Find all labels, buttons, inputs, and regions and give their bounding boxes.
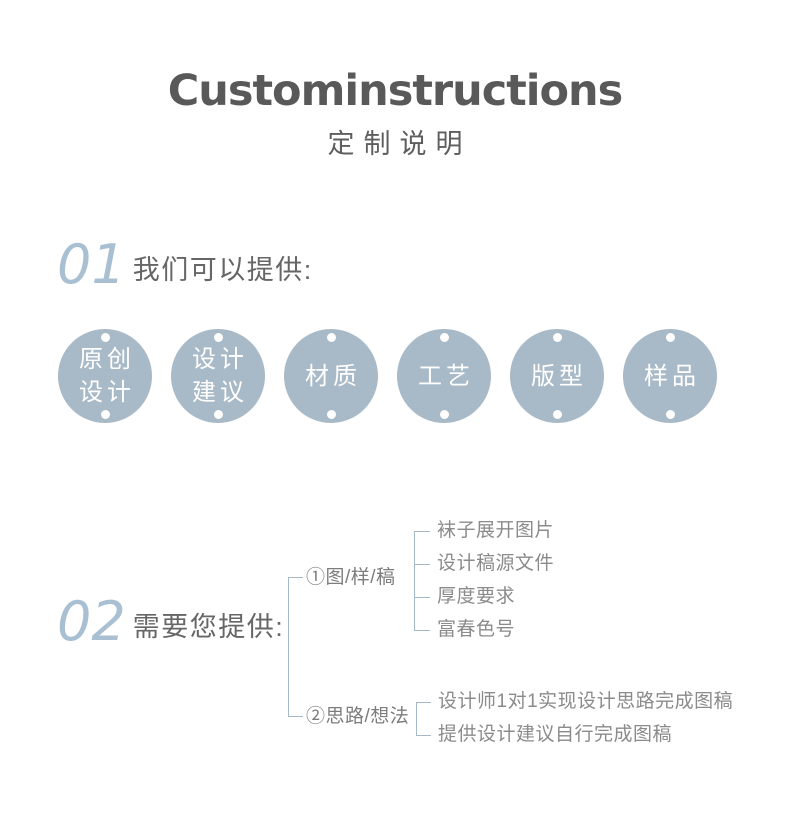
circle-pattern: 版型 bbox=[510, 329, 604, 423]
tree-connector-line bbox=[414, 630, 430, 631]
button-hole-dot-bottom bbox=[552, 410, 562, 419]
button-hole-dot-bottom bbox=[665, 410, 675, 419]
page-title: Custominstructions bbox=[167, 66, 624, 116]
circle-label-line: 设计 bbox=[192, 346, 248, 373]
section-1-heading: 我们可以提供: bbox=[132, 255, 313, 286]
tree-connector-line bbox=[414, 531, 430, 532]
circle-craft: 工艺 bbox=[397, 329, 491, 423]
tree-connector-line bbox=[416, 735, 431, 736]
provide-options-row: 原创 设计 设计 建议 材质 工艺 版型 样品 bbox=[58, 329, 717, 423]
tree-connector-line bbox=[416, 702, 431, 703]
leaf-sock-layout-image: 袜子展开图片 bbox=[437, 520, 555, 541]
leaf-self-complete-draft: 提供设计建议自行完成图稿 bbox=[438, 724, 673, 745]
tree-sub-bracket-line bbox=[414, 531, 415, 630]
leaf-thickness-requirement: 厚度要求 bbox=[437, 586, 516, 607]
tree-connector-line bbox=[288, 577, 303, 578]
circle-design-advice: 设计 建议 bbox=[171, 329, 265, 423]
circle-label-line: 设计 bbox=[79, 379, 135, 406]
button-hole-dot-top bbox=[100, 333, 110, 342]
leaf-design-source-file: 设计稿源文件 bbox=[437, 553, 555, 574]
circle-label-line: 样品 bbox=[644, 362, 700, 390]
tree-sub-bracket-line bbox=[416, 702, 417, 735]
button-hole-dot-bottom bbox=[439, 410, 449, 419]
button-hole-dot-bottom bbox=[100, 410, 110, 419]
circle-original-design: 原创 设计 bbox=[58, 329, 152, 423]
button-hole-dot-top bbox=[213, 333, 223, 342]
circle-label-line: 工艺 bbox=[418, 362, 474, 390]
circle-label-line: 原创 bbox=[79, 346, 135, 373]
tree-main-bracket-line bbox=[288, 577, 289, 716]
section-1-number: 01 bbox=[57, 233, 126, 296]
leaf-designer-one-on-one: 设计师1对1实现设计思路完成图稿 bbox=[438, 691, 734, 712]
button-hole-dot-top bbox=[326, 333, 336, 342]
branch-label-ideas-thoughts: ②思路/想法 bbox=[306, 706, 410, 727]
section-2-heading: 需要您提供: bbox=[132, 612, 285, 643]
page-subtitle: 定制说明 bbox=[327, 129, 472, 159]
button-hole-dot-top bbox=[552, 333, 562, 342]
button-hole-dot-top bbox=[665, 333, 675, 342]
tree-connector-line bbox=[414, 597, 430, 598]
button-hole-dot-bottom bbox=[326, 410, 336, 419]
button-hole-dot-bottom bbox=[213, 410, 223, 419]
circle-material: 材质 bbox=[284, 329, 378, 423]
section-1-header: 01 我们可以提供: bbox=[57, 238, 313, 292]
branch-label-image-sample-draft: ①图/样/稿 bbox=[306, 567, 396, 588]
circle-label-line: 版型 bbox=[531, 362, 587, 390]
section-2-header: 02 需要您提供: bbox=[57, 595, 284, 649]
tree-connector-line bbox=[288, 716, 303, 717]
tree-connector-line bbox=[414, 564, 430, 565]
circle-sample: 样品 bbox=[623, 329, 717, 423]
circle-label-line: 材质 bbox=[305, 362, 361, 390]
leaf-color-number: 富春色号 bbox=[437, 619, 516, 640]
circle-label-line: 建议 bbox=[192, 379, 248, 406]
button-hole-dot-top bbox=[439, 333, 449, 342]
section-2-number: 02 bbox=[57, 590, 126, 653]
